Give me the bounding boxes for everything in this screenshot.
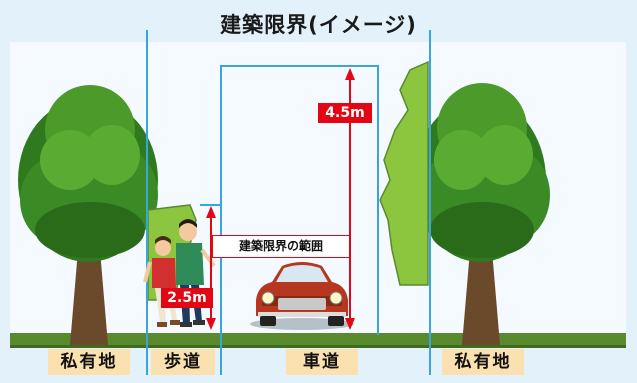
clearance-range-label: 建築限界の範囲 <box>212 235 350 258</box>
sidewalk-height-label: 2.5m <box>161 288 213 308</box>
zone-label-private-right: 私有地 <box>442 349 524 375</box>
boundary-lines <box>146 30 431 375</box>
overhanging-hedge <box>379 60 429 286</box>
diagram-title: 建築限界(イメージ) <box>220 13 417 37</box>
left-tree <box>18 85 158 345</box>
zone-label-private-left: 私有地 <box>48 349 130 375</box>
zone-label-sidewalk: 歩道 <box>151 349 215 375</box>
car <box>250 262 354 330</box>
right-tree <box>414 83 550 345</box>
roadway-height-label: 4.5m <box>318 103 372 123</box>
zone-label-roadway: 車道 <box>286 349 358 375</box>
roadway-clearance-outline <box>220 65 379 335</box>
